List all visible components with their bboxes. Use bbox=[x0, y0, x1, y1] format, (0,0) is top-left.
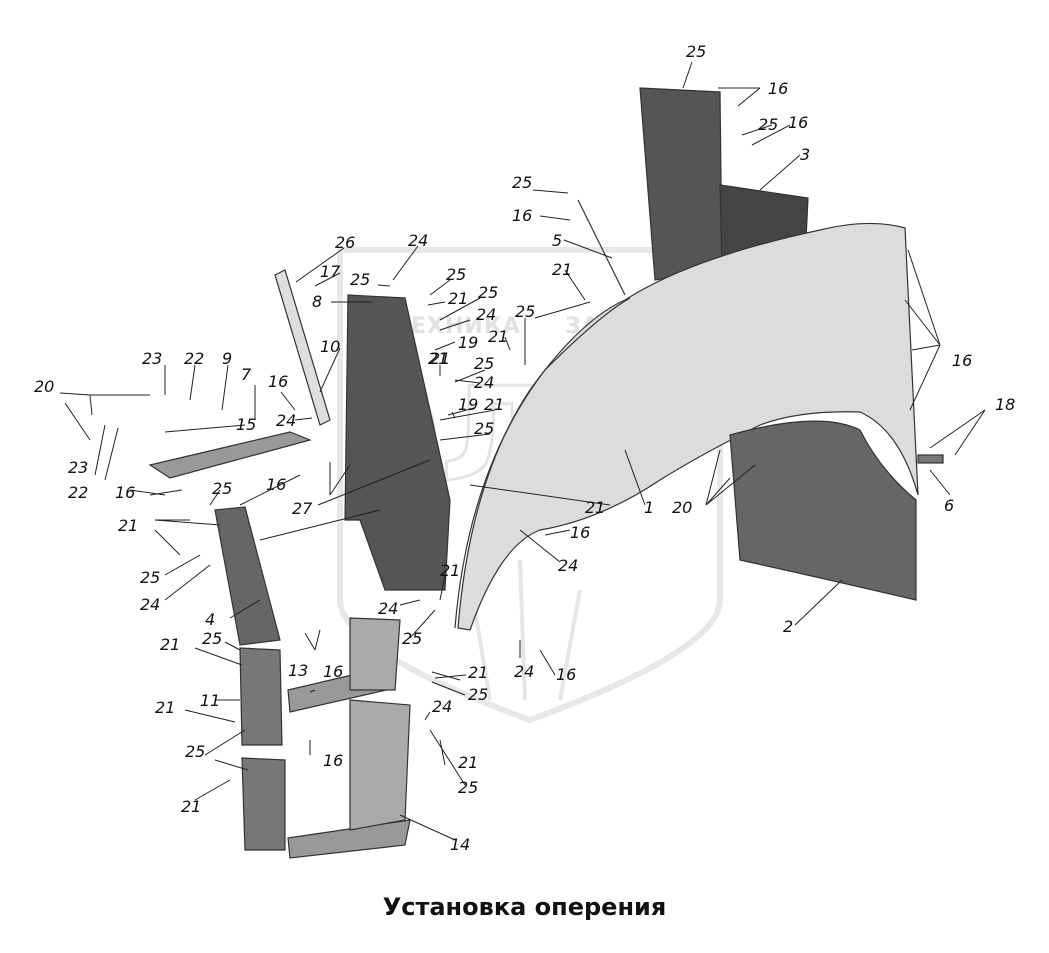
callout-label: 21 bbox=[181, 797, 201, 816]
callout-label: 24 bbox=[476, 305, 496, 324]
callout-label: 15 bbox=[236, 415, 256, 434]
watermark-text-left: ТЕХНИКА bbox=[395, 314, 521, 339]
callout-label: 13 bbox=[288, 661, 308, 680]
callout-label: 25 bbox=[478, 283, 498, 302]
callout-label: 22 bbox=[68, 483, 88, 502]
callout-label: 4 bbox=[205, 610, 215, 629]
callout-label: 11 bbox=[200, 691, 220, 710]
callout-label: 16 bbox=[512, 206, 532, 225]
callout-label: 16 bbox=[768, 79, 788, 98]
callout-label: 16 bbox=[570, 523, 590, 542]
callout-label: 1 bbox=[644, 498, 654, 517]
step-14 bbox=[287, 819, 411, 859]
callout-label: 16 bbox=[266, 475, 286, 494]
callout-label: 17 bbox=[320, 262, 341, 281]
callout-label: 25 bbox=[202, 629, 222, 648]
callout-label: 25 bbox=[185, 742, 205, 761]
callout-label: 21 bbox=[428, 349, 448, 368]
callout-label: 16 bbox=[268, 372, 288, 391]
callout-label: 24 bbox=[474, 373, 494, 392]
fender-1 bbox=[454, 222, 919, 631]
callout-label: 21 bbox=[484, 395, 504, 414]
callout-label: 25 bbox=[446, 265, 466, 284]
callout-label: 25 bbox=[474, 354, 494, 373]
callout-label: 16 bbox=[115, 483, 135, 502]
callout-label: 25 bbox=[212, 479, 232, 498]
plate-right-upper bbox=[349, 617, 401, 691]
callout-label: 20 bbox=[34, 377, 54, 396]
callout-label: 21 bbox=[458, 753, 478, 772]
callout-label: 8 bbox=[312, 292, 322, 311]
callout-label: 21 bbox=[585, 498, 605, 517]
callout-label: 25 bbox=[758, 115, 778, 134]
callout-label: 24 bbox=[514, 662, 534, 681]
plate-lower bbox=[241, 757, 286, 851]
callout-label: 25 bbox=[474, 419, 494, 438]
diagram-caption: Установка оперения bbox=[382, 893, 667, 921]
callout-label: 24 bbox=[378, 599, 398, 618]
callout-label: 25 bbox=[686, 42, 706, 61]
callout-label: 21 bbox=[488, 327, 508, 346]
bracket-6 bbox=[917, 454, 944, 464]
rod-5 bbox=[577, 199, 626, 296]
callout-label: 9 bbox=[222, 349, 232, 368]
callout-label: 25 bbox=[402, 629, 422, 648]
callout-label: 25 bbox=[468, 685, 488, 704]
plate-right-lower bbox=[349, 699, 411, 831]
plate-4 bbox=[214, 506, 281, 646]
callout-label: 10 bbox=[320, 337, 340, 356]
callout-label: 5 bbox=[552, 231, 562, 250]
callout-label: 24 bbox=[408, 231, 428, 250]
callout-label: 24 bbox=[140, 595, 160, 614]
callout-label: 21 bbox=[155, 698, 175, 717]
callout-label: 23 bbox=[68, 458, 88, 477]
callout-label: 26 bbox=[335, 233, 355, 252]
callout-label: 24 bbox=[432, 697, 452, 716]
callout-label: 25 bbox=[512, 173, 532, 192]
plate-11 bbox=[239, 647, 283, 746]
callout-label: 16 bbox=[788, 113, 808, 132]
callout-label: 14 bbox=[450, 835, 470, 854]
callout-label: 24 bbox=[558, 556, 578, 575]
mudflap-2 bbox=[729, 420, 917, 601]
callout-label: 21 bbox=[448, 289, 468, 308]
callout-label: 21 bbox=[468, 663, 488, 682]
callout-label: 19 bbox=[458, 333, 478, 352]
callout-label: 6 bbox=[944, 496, 954, 515]
callout-label: 25 bbox=[515, 302, 535, 321]
callout-label: 7 bbox=[241, 365, 252, 384]
callouts: 25 16 25 16 3 25 16 5 21 26 24 17 25 25 … bbox=[34, 42, 1015, 854]
callout-label: 25 bbox=[350, 270, 370, 289]
callout-label: 21 bbox=[440, 561, 460, 580]
callout-label: 25 bbox=[140, 568, 160, 587]
callout-label: 16 bbox=[952, 351, 972, 370]
callout-label: 3 bbox=[800, 145, 810, 164]
step-bracket-8 bbox=[344, 294, 451, 591]
callout-label: 20 bbox=[672, 498, 692, 517]
callout-label: 27 bbox=[292, 499, 313, 518]
callout-label: 23 bbox=[142, 349, 162, 368]
callout-label: 21 bbox=[160, 635, 180, 654]
callout-label: 18 bbox=[995, 395, 1015, 414]
callout-label: 24 bbox=[276, 411, 296, 430]
callout-label: 19 bbox=[458, 395, 478, 414]
callout-label: 21 bbox=[430, 349, 450, 368]
callout-label: 16 bbox=[556, 665, 576, 684]
callout-label: 16 bbox=[323, 751, 343, 770]
callout-label: 22 bbox=[184, 349, 204, 368]
step-7 bbox=[148, 431, 312, 479]
callout-label: 25 bbox=[458, 778, 478, 797]
callout-label: 21 bbox=[118, 516, 138, 535]
callout-label: 21 bbox=[552, 260, 572, 279]
callout-label: 16 bbox=[323, 662, 343, 681]
leader-lines bbox=[59, 61, 986, 841]
callout-label: 2 bbox=[783, 617, 793, 636]
rail-26 bbox=[274, 269, 331, 426]
